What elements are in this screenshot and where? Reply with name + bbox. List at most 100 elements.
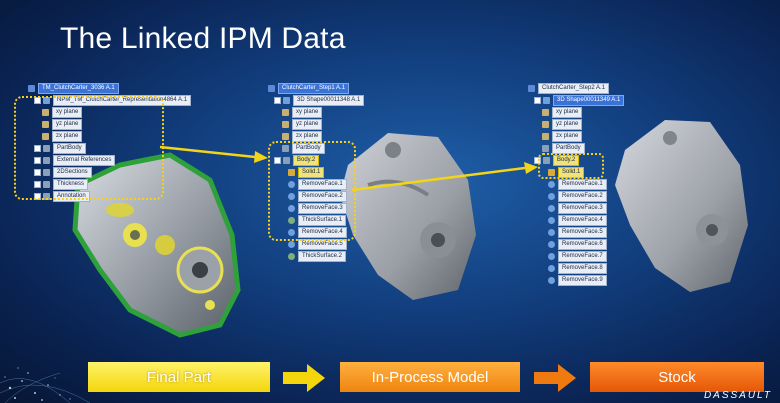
tree1-item[interactable]: xy plane (42, 106, 191, 118)
remove-face-icon (288, 228, 295, 236)
expand-icon[interactable] (34, 180, 41, 188)
external-references-icon (43, 156, 50, 164)
tree3-item[interactable]: RemoveFace.7 (548, 250, 624, 262)
expand-icon[interactable] (34, 156, 41, 164)
tree3-item[interactable]: RemoveFace.4 (548, 214, 624, 226)
plane-icon (42, 132, 49, 140)
tree3-item[interactable]: RemoveFace.6 (548, 238, 624, 250)
tree2-root-label: ClutchCarter_Step1 A.1 (278, 82, 350, 94)
tree3-item-label: RemoveFace.1 (558, 178, 607, 190)
tree2-item[interactable]: PartBody (282, 142, 364, 154)
tree1-item-label: NPM_TM_ClutchCarter_Representation4864 A… (53, 94, 192, 106)
thickness-icon (43, 180, 50, 188)
tree3-item[interactable]: RemoveFace.2 (548, 190, 624, 202)
expand-icon[interactable] (274, 156, 281, 164)
tree3-item-label: 3D Shape00011349 A.1 (553, 94, 625, 106)
tree2-item-label: RemoveFace.4 (298, 226, 347, 238)
tree2-item[interactable]: 3D Shape00011348 A.1 (274, 94, 365, 106)
tree1-item[interactable]: 2DSections (34, 166, 191, 178)
in-process-model-stage: In-Process Model (340, 362, 520, 392)
tree1-item[interactable]: External References (34, 154, 191, 166)
plane-icon (42, 108, 49, 116)
tree2-item-label: PartBody (292, 142, 325, 154)
tree3-item[interactable]: xy plane (542, 106, 624, 118)
tree2-item[interactable]: yz plane (282, 118, 364, 130)
tree1-item-label: yz plane (52, 118, 83, 130)
representation-icon (43, 96, 50, 104)
tree3-item[interactable]: RemoveFace.5 (548, 226, 624, 238)
tree2-item[interactable]: Body.2 (274, 154, 364, 166)
tree2-root[interactable]: ClutchCarter_Step1 A.1 (268, 82, 364, 94)
highlight-box-in-process-model (268, 141, 356, 241)
expand-icon[interactable] (274, 96, 281, 104)
remove-face-icon (548, 180, 555, 188)
tree3-item[interactable]: RemoveFace.1 (548, 178, 624, 190)
tree3-item[interactable]: zx plane (542, 130, 624, 142)
tree3-item[interactable]: yz plane (542, 118, 624, 130)
remove-face-icon (548, 216, 555, 224)
tree1-item-label: xy plane (52, 106, 83, 118)
stage-arrow-1-icon (283, 364, 325, 392)
expand-icon[interactable] (534, 156, 541, 164)
tree1-item-label: Thickness (53, 178, 89, 190)
tree3-root[interactable]: ClutchCarter_Step2 A.1 (528, 82, 624, 94)
tree1-item[interactable]: PartBody (34, 142, 191, 154)
body-icon (43, 144, 50, 152)
slide-title: The Linked IPM Data (60, 22, 346, 55)
tree2-item[interactable]: Solid.1 (288, 166, 364, 178)
remove-face-icon (548, 252, 555, 260)
tree2-item[interactable]: RemoveFace.3 (288, 202, 364, 214)
tree2-item-label: RemoveFace.3 (298, 202, 347, 214)
plane-icon (282, 108, 289, 116)
tree2-item-label: yz plane (292, 118, 323, 130)
body-icon (543, 156, 550, 164)
tree1-item[interactable]: yz plane (42, 118, 191, 130)
tree3-item-label: RemoveFace.7 (558, 250, 607, 262)
stock-model (615, 120, 748, 292)
tree1-item-label: 2DSections (53, 166, 92, 178)
solid-icon (548, 168, 555, 176)
tree3-item[interactable]: 3D Shape00011349 A.1 (534, 94, 625, 106)
link-arrowhead-2 (524, 162, 538, 174)
plane-icon (542, 132, 549, 140)
tree2-item[interactable]: RemoveFace.4 (288, 226, 364, 238)
shape-icon (543, 96, 550, 104)
tree1-item[interactable]: zx plane (42, 130, 191, 142)
remove-face-icon (548, 228, 555, 236)
tree1-item[interactable]: Thickness (34, 178, 191, 190)
tree1-item-label: PartBody (53, 142, 86, 154)
body-icon (282, 144, 289, 152)
tree2-item[interactable]: RemoveFace.2 (288, 190, 364, 202)
expand-icon[interactable] (34, 144, 41, 152)
tree1-root-label: TM_ClutchCarter_3036 A.1 (38, 82, 119, 94)
tree3-item[interactable]: RemoveFace.9 (548, 274, 624, 286)
link-arrowhead-1 (254, 151, 268, 163)
tree2-item[interactable]: ThickSurface.1 (288, 214, 364, 226)
stock-stage: Stock (590, 362, 764, 392)
expand-icon[interactable] (34, 168, 41, 176)
ipm-label: In-Process Model (371, 368, 489, 386)
sections-icon (43, 168, 50, 176)
link-arrow-1 (159, 145, 256, 159)
feature-tree-in-process-model: ClutchCarter_Step1 A.1 3D Shape00011348 … (268, 82, 365, 262)
sparkle-decoration (0, 367, 91, 403)
final-part-stage: Final Part (88, 362, 270, 392)
expand-icon[interactable] (534, 96, 541, 104)
product-icon (268, 84, 275, 92)
tree3-item[interactable]: RemoveFace.3 (548, 202, 624, 214)
tree2-item-label: ThickSurface.1 (298, 214, 347, 226)
in-process-model (340, 133, 476, 300)
tree1-root[interactable]: TM_ClutchCarter_3036 A.1 (28, 82, 191, 94)
tree2-item[interactable]: ThickSurface.2 (288, 250, 364, 262)
tree1-item[interactable]: NPM_TM_ClutchCarter_Representation4864 A… (34, 94, 192, 106)
tree2-item[interactable]: xy plane (282, 106, 364, 118)
remove-face-icon (288, 192, 295, 200)
final-part-label: Final Part (146, 368, 212, 386)
tree2-item[interactable]: RemoveFace.1 (288, 178, 364, 190)
tree3-item[interactable]: Body.2 (534, 154, 624, 166)
solid-icon (288, 168, 295, 176)
tree3-item[interactable]: RemoveFace.8 (548, 262, 624, 274)
tree1-item-label: Annotation (53, 190, 90, 202)
remove-face-icon (288, 240, 295, 248)
tree2-item-label: ThickSurface.2 (298, 250, 347, 262)
